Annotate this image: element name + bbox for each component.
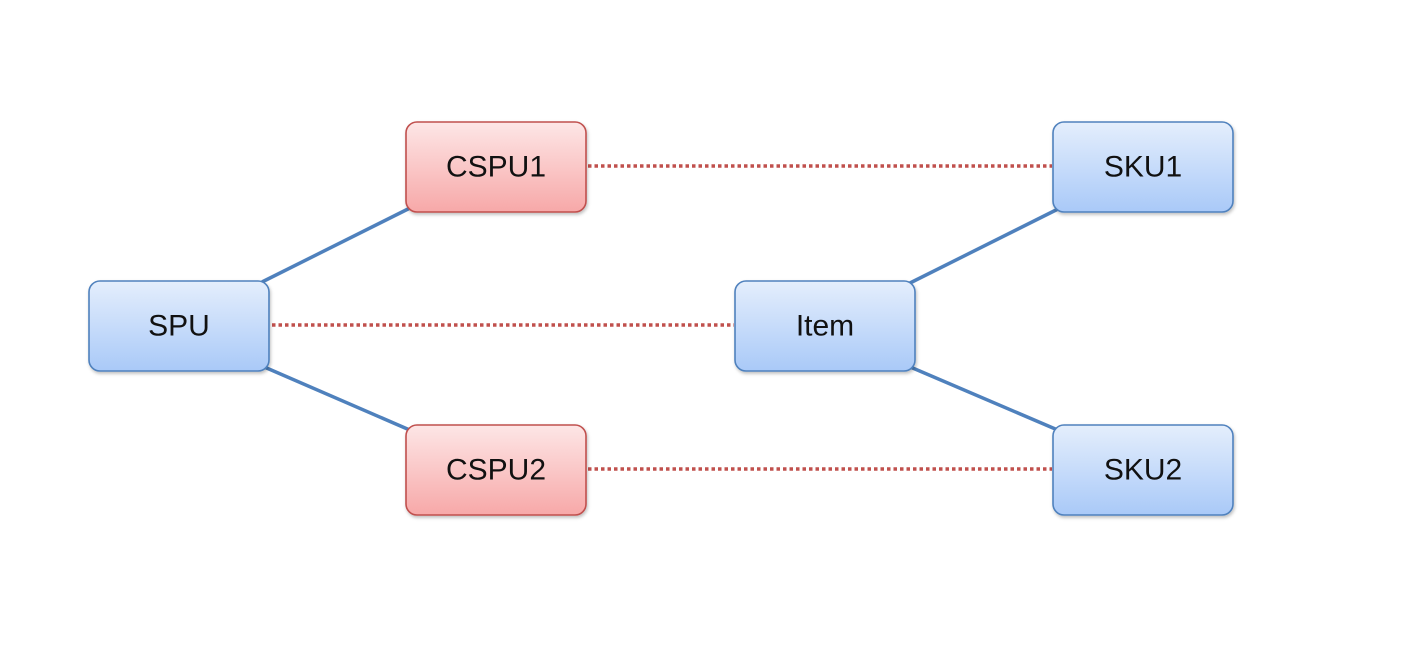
node-sku2 xyxy=(1052,424,1234,516)
node-cspu2 xyxy=(405,424,587,516)
node-cspu1-box xyxy=(405,121,587,213)
node-item-box xyxy=(734,280,916,372)
edge-spu-cspu1 xyxy=(261,205,413,284)
node-cspu1-label: CSPU1 xyxy=(446,151,546,184)
node-sku2-label: SKU2 xyxy=(1104,454,1182,487)
node-spu-box xyxy=(88,280,270,372)
node-cspu1 xyxy=(405,121,587,213)
edge-item-sku1 xyxy=(907,206,1061,286)
node-sku2-box xyxy=(1052,424,1234,516)
node-cspu2-box xyxy=(405,424,587,516)
node-sku1-box xyxy=(1052,121,1234,213)
edge-item-sku2 xyxy=(907,364,1061,433)
node-spu-label: SPU xyxy=(148,310,210,343)
node-sku1-label: SKU1 xyxy=(1104,151,1182,184)
node-sku1 xyxy=(1052,121,1234,213)
node-spu xyxy=(88,280,270,372)
edge-spu-cspu2 xyxy=(261,364,413,433)
node-cspu2-label: CSPU2 xyxy=(446,454,546,487)
node-item xyxy=(734,280,916,372)
node-item-label: Item xyxy=(796,310,854,343)
